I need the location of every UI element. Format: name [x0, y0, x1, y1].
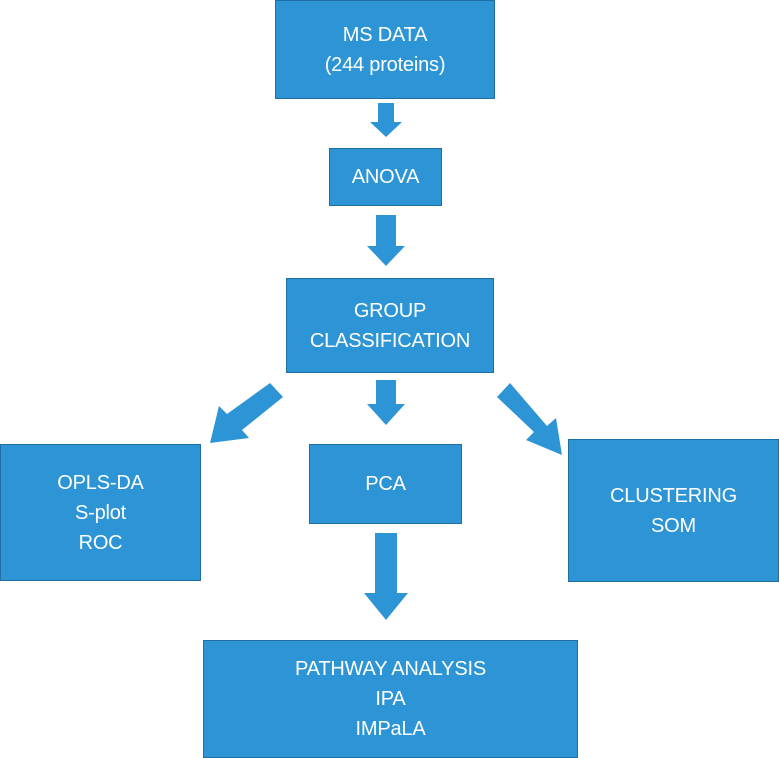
arrow-group-classification-to-pca — [367, 380, 405, 425]
node-pathway-analysis: PATHWAY ANALYSIS IPA IMPaLA — [203, 640, 578, 758]
node-opls-da-line-1: OPLS-DA — [57, 471, 144, 494]
node-pca: PCA — [309, 444, 462, 524]
node-group-classification-line-2: CLASSIFICATION — [309, 329, 471, 352]
arrow-pca-to-pathway-analysis — [364, 533, 408, 620]
node-clustering-line-1: CLUSTERING — [610, 484, 737, 507]
node-opls-da: OPLS-DA S-plot ROC — [0, 444, 201, 581]
node-anova: ANOVA — [329, 148, 442, 206]
node-pathway-analysis-line-1: PATHWAY ANALYSIS — [295, 658, 486, 680]
node-pathway-analysis-line-2: IPA — [375, 688, 406, 710]
arrow-anova-to-group-classification — [367, 215, 405, 266]
node-ms-data-line-1: MS DATA — [342, 23, 428, 46]
node-opls-da-line-3: ROC — [78, 531, 123, 554]
node-group-classification-line-1: GROUP — [353, 299, 427, 322]
node-pathway-analysis-line-3: IMPaLA — [355, 718, 426, 740]
node-group-classification: GROUP CLASSIFICATION — [286, 278, 494, 373]
arrow-ms-data-to-anova — [370, 103, 402, 137]
node-clustering-line-2: SOM — [651, 514, 696, 537]
node-ms-data: MS DATA (244 proteins) — [275, 0, 495, 99]
arrow-group-classification-to-opls-da — [210, 383, 283, 443]
node-clustering: CLUSTERING SOM — [568, 439, 779, 582]
node-opls-da-line-2: S-plot — [74, 501, 127, 524]
node-ms-data-line-2: (244 proteins) — [324, 53, 446, 76]
node-pca-line-1: PCA — [365, 473, 406, 495]
node-anova-line-1: ANOVA — [351, 166, 420, 188]
arrow-group-classification-to-clustering — [497, 383, 562, 455]
